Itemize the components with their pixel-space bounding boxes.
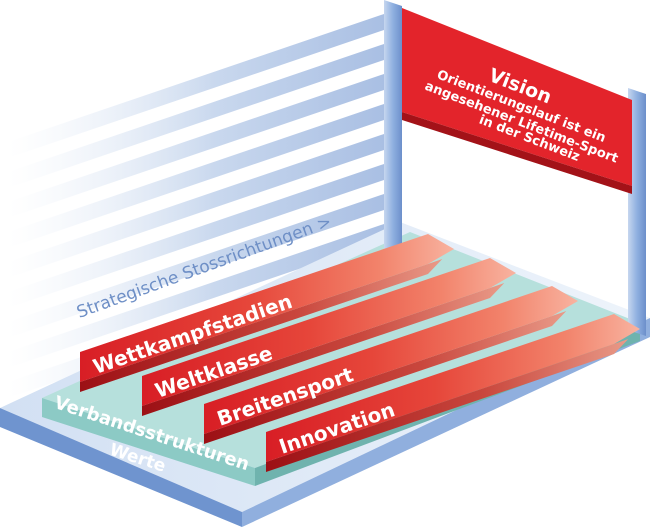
- background-stripe: [8, 224, 384, 368]
- arrow-face: [80, 234, 454, 382]
- right-pillar: [628, 88, 646, 336]
- background-stripe: [8, 14, 384, 158]
- background-stripe: [8, 44, 384, 188]
- background-stripe: [8, 104, 384, 248]
- platform-front: [42, 398, 255, 486]
- vision-banner: Vision Orientierungslauf ist ein angeseh…: [402, 8, 632, 194]
- background-stripe: [8, 194, 384, 338]
- base-front: [0, 408, 242, 527]
- background-stripe: [8, 74, 384, 218]
- arrow-underside: [80, 259, 443, 392]
- vision-banner-face: [402, 8, 632, 186]
- vision-banner-shadow: [402, 112, 632, 194]
- arrow-face: [266, 314, 640, 462]
- arrow-face: [142, 258, 516, 406]
- background-stripe: [8, 164, 384, 308]
- background-stripe: [8, 134, 384, 278]
- arrow-underside: [142, 283, 505, 416]
- arrow-underside: [204, 311, 567, 444]
- left-pillar: [384, 0, 402, 268]
- vision-pillars: [384, 0, 646, 336]
- arrow-face: [204, 286, 578, 434]
- arrow-underside: [266, 339, 629, 472]
